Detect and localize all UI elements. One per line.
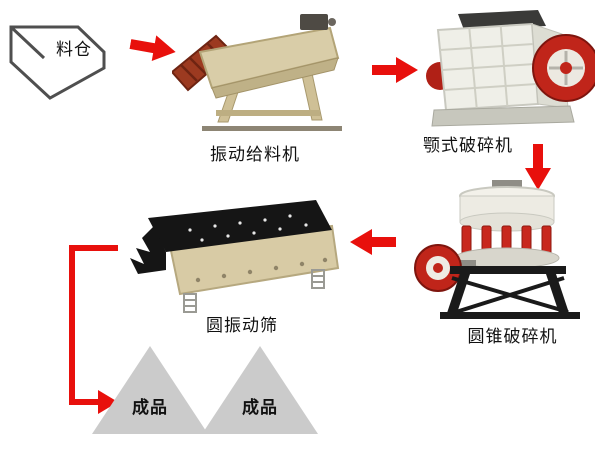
- jaw-crusher-illustration: [426, 10, 595, 127]
- product-2-label: 成品: [242, 398, 278, 417]
- arrow-jaw-to-cone-icon: [525, 144, 551, 190]
- cone-hydraulic-cylinders: [454, 225, 560, 269]
- screen-deck: [130, 200, 332, 274]
- arrow-hopper-to-feeder-icon: [129, 35, 176, 61]
- arrow-screen-to-product-icon: [69, 245, 118, 414]
- vibrating-feeder-illustration: [172, 14, 342, 131]
- arrow-cone-to-screen-icon: [350, 229, 396, 255]
- jaw-crusher-label: 颚式破碎机: [423, 136, 513, 155]
- feeder-body: [198, 14, 340, 99]
- arrow-feeder-to-jaw-icon: [372, 57, 418, 83]
- cone-crusher-illustration: [414, 180, 580, 319]
- vibrating-screen-illustration: [130, 200, 340, 313]
- cone-crusher-label: 圆锥破碎机: [467, 327, 558, 346]
- jaw-flywheel: [532, 34, 595, 102]
- cone-frame-stand: [440, 266, 580, 319]
- screen-spring-mounts: [183, 269, 325, 313]
- hopper-icon: [9, 25, 106, 100]
- jaw-base: [431, 105, 575, 127]
- screen-label: 圆振动筛: [206, 316, 278, 335]
- product-1-label: 成品: [132, 398, 168, 417]
- hopper-label: 料仓: [56, 40, 92, 59]
- product-pile-2-icon: [202, 346, 318, 434]
- feeder-label: 振动给料机: [210, 145, 300, 164]
- cone-drive-wheel: [414, 244, 476, 292]
- product-pile-1-icon: [92, 346, 208, 434]
- cone-top-bowl: [459, 180, 555, 232]
